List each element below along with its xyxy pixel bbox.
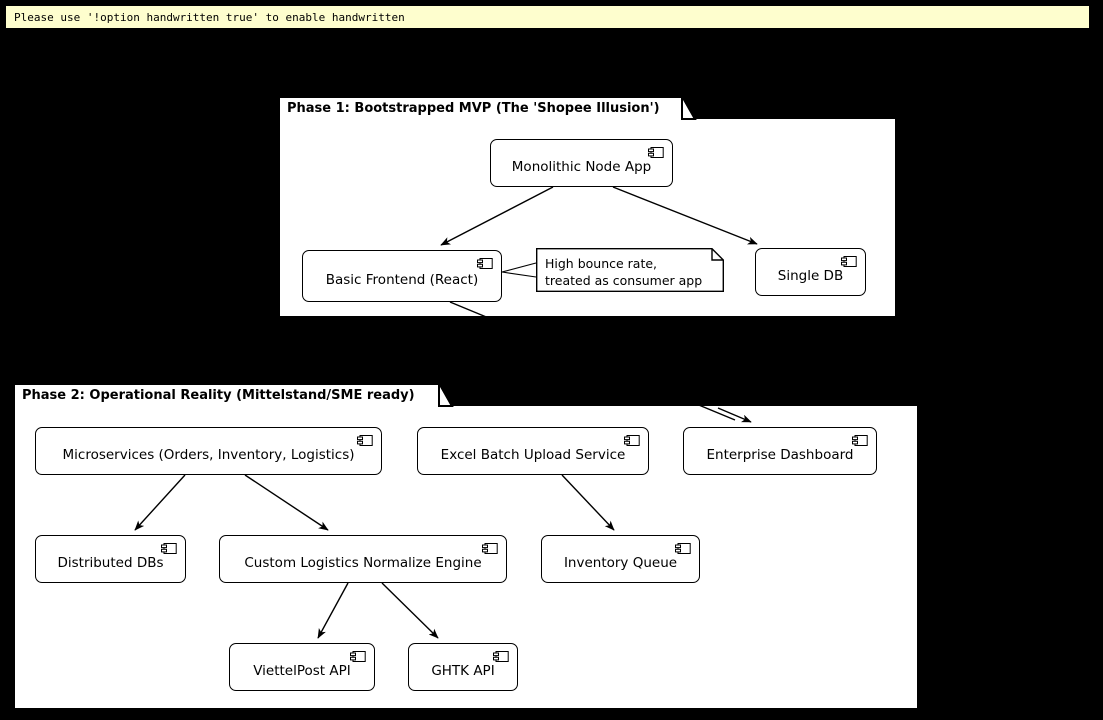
component-label: Inventory Queue xyxy=(563,555,678,572)
uml-component-icon xyxy=(350,651,366,662)
package-title-phase1: Phase 1: Bootstrapped MVP (The 'Shopee I… xyxy=(287,101,660,116)
component-label: GHTK API xyxy=(431,663,495,680)
note-line-1: High bounce rate, xyxy=(545,256,658,271)
uml-component-icon xyxy=(493,651,509,662)
uml-component-icon xyxy=(852,435,868,446)
component-viettelpost-api[interactable]: ViettelPost API xyxy=(229,643,375,691)
component-single-db[interactable]: Single DB xyxy=(755,248,866,296)
warning-banner-text: Please use '!option handwritten true' to… xyxy=(14,10,405,24)
handwritten-warning-banner: Please use '!option handwritten true' to… xyxy=(5,5,1090,29)
uml-component-icon xyxy=(477,258,493,269)
package-tab-slant-phase1 xyxy=(681,92,697,120)
component-excel-batch-upload-service[interactable]: Excel Batch Upload Service xyxy=(417,427,649,475)
uml-component-icon xyxy=(624,435,640,446)
component-enterprise-dashboard[interactable]: Enterprise Dashboard xyxy=(683,427,877,475)
component-basic-frontend-react[interactable]: Basic Frontend (React) xyxy=(302,250,502,302)
note-high-bounce-rate: High bounce rate, treated as consumer ap… xyxy=(536,248,724,292)
component-inventory-queue[interactable]: Inventory Queue xyxy=(541,535,700,583)
uml-component-icon xyxy=(482,543,498,554)
package-title-phase2: Phase 2: Operational Reality (Mittelstan… xyxy=(22,388,415,403)
uml-component-icon xyxy=(841,256,857,267)
note-text: High bounce rate, treated as consumer ap… xyxy=(545,255,702,289)
component-ghtk-api[interactable]: GHTK API xyxy=(408,643,518,691)
component-label: Distributed DBs xyxy=(57,555,164,572)
component-label: Enterprise Dashboard xyxy=(706,447,854,464)
component-distributed-dbs[interactable]: Distributed DBs xyxy=(35,535,186,583)
package-tab-slant-phase2 xyxy=(438,379,454,407)
note-line-2: treated as consumer app xyxy=(545,273,703,288)
component-custom-logistics-normalize-engine[interactable]: Custom Logistics Normalize Engine xyxy=(219,535,507,583)
backdrop-right-strip xyxy=(897,320,1103,404)
package-tab-phase1: Phase 1: Bootstrapped MVP (The 'Shopee I… xyxy=(278,96,684,119)
component-label: Microservices (Orders, Inventory, Logist… xyxy=(62,447,355,464)
note-shape xyxy=(536,248,724,292)
component-monolithic-node-app[interactable]: Monolithic Node App xyxy=(490,139,673,187)
component-label: Basic Frontend (React) xyxy=(325,272,479,289)
uml-component-icon xyxy=(161,543,177,554)
package-tab-phase2: Phase 2: Operational Reality (Mittelstan… xyxy=(13,383,441,406)
component-microservices[interactable]: Microservices (Orders, Inventory, Logist… xyxy=(35,427,382,475)
backdrop-left-strip xyxy=(0,320,278,383)
component-label: Monolithic Node App xyxy=(511,159,652,176)
component-label: Custom Logistics Normalize Engine xyxy=(244,555,482,572)
component-label: Excel Batch Upload Service xyxy=(440,447,626,464)
component-label: Single DB xyxy=(777,268,844,285)
uml-component-icon xyxy=(648,147,664,158)
component-label: ViettelPost API xyxy=(253,663,351,680)
uml-component-icon xyxy=(675,543,691,554)
uml-component-icon xyxy=(357,435,373,446)
